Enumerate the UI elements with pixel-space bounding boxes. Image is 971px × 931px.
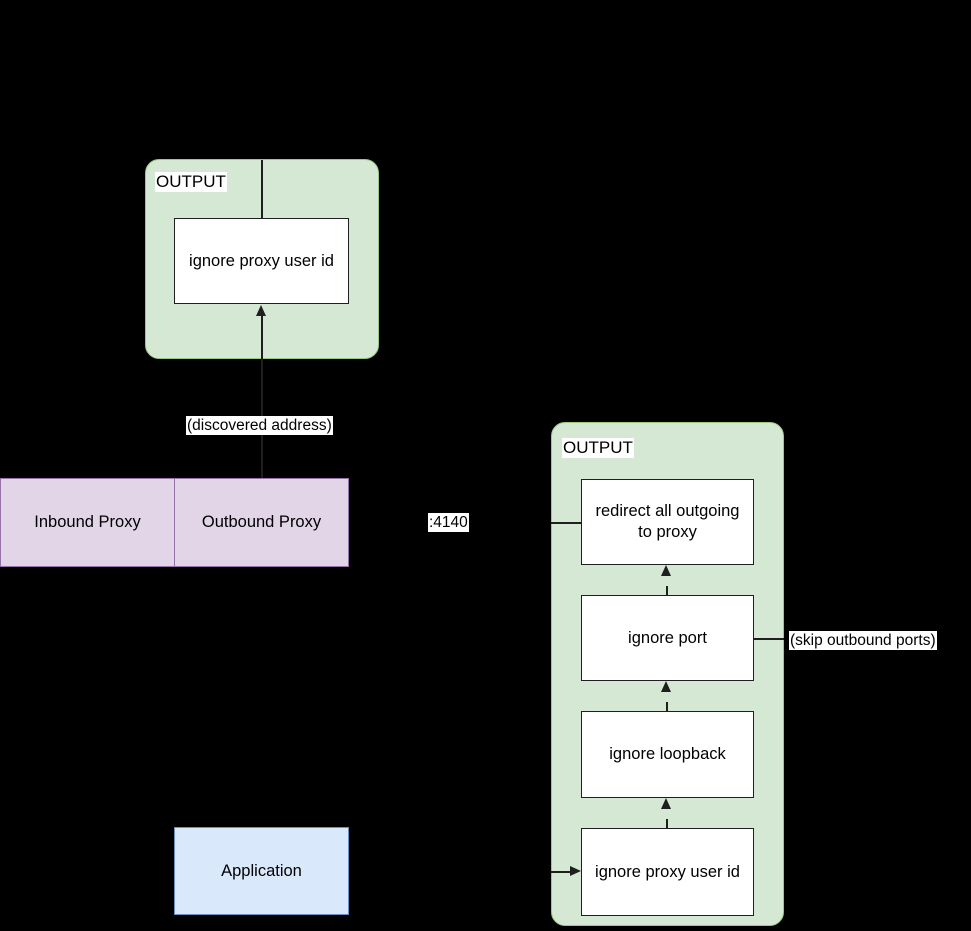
node-outbound-proxy: Outbound Proxy: [174, 478, 349, 567]
node-inbound-ignore-proxy-user-id: ignore proxy user id: [174, 218, 349, 304]
edge-skip-outbound-ports-connector: [754, 638, 784, 640]
inbound-output-group-title: OUTPUT: [155, 172, 227, 192]
node-ignore-port: ignore port: [581, 595, 754, 681]
inbound-group-top-connector: [261, 160, 263, 218]
node-application: Application: [174, 827, 349, 915]
edge-app-to-outbound-head: [570, 866, 581, 876]
node-inbound-proxy: Inbound Proxy: [0, 478, 175, 567]
edge-label-skip-outbound-ports: (skip outbound ports): [789, 631, 937, 650]
node-redirect-all-outgoing-to-proxy: redirect all outgoing to proxy: [581, 479, 754, 565]
outbound-output-group-title: OUTPUT: [562, 438, 634, 458]
inbound-arrow-shaft-inside-group: [261, 315, 263, 359]
edge-ignore-port-to-redirect-head: [661, 565, 671, 576]
edge-label-proxy-port: :4140: [428, 513, 469, 532]
inbound-arrow-head: [256, 305, 266, 316]
edge-app-to-outbound-shaft: [551, 871, 570, 873]
edge-loopback-to-port-head: [661, 681, 671, 692]
edge-userid-to-loopback-head: [661, 798, 671, 809]
node-ignore-loopback: ignore loopback: [581, 711, 754, 798]
edge-proxy-port-connector: [551, 522, 582, 524]
node-outbound-ignore-proxy-user-id: ignore proxy user id: [581, 828, 754, 916]
edge-label-discovered-address: (discovered address): [186, 416, 333, 435]
